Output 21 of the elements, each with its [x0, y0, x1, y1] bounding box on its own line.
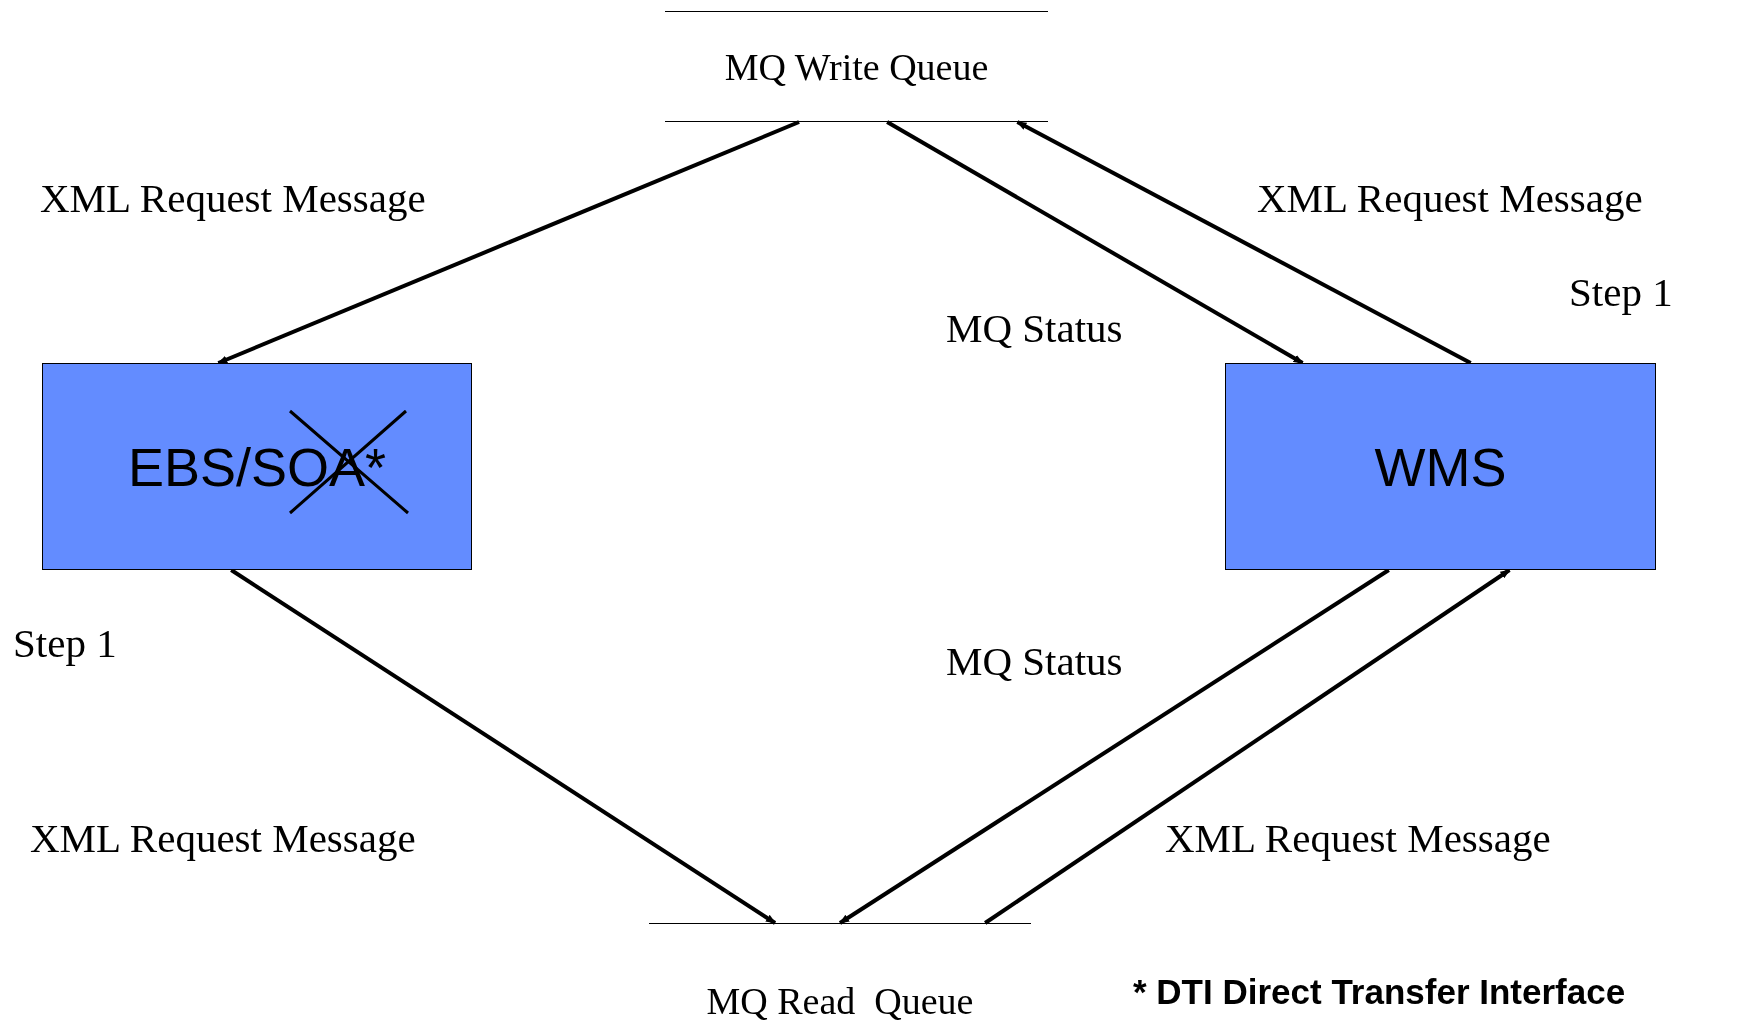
arrow — [886, 120, 1304, 365]
arrow — [838, 568, 1390, 925]
status-label: MQ Status — [946, 308, 1123, 349]
step-label: Step 1 — [1569, 272, 1673, 313]
queue-name: MQ Write Queue — [724, 44, 989, 89]
system-name: WMS — [1374, 435, 1507, 498]
message-label: XML Request Message — [1257, 178, 1643, 219]
arrow — [230, 568, 777, 925]
message-label: XML Request Message — [1165, 818, 1551, 859]
queue-name: MQ Read Queue — [706, 979, 974, 1023]
arrow — [1016, 120, 1472, 365]
arrow — [217, 120, 800, 365]
arrow — [984, 568, 1511, 925]
queue-bar — [665, 11, 1048, 122]
queue-line — [649, 923, 1031, 1023]
footnote: * DTI Direct Transfer Interface — [1133, 974, 1626, 1009]
system-box — [1225, 363, 1656, 570]
step-label: Step 1 — [13, 623, 117, 664]
message-label: XML Request Message — [40, 178, 426, 219]
message-label: XML Request Message — [30, 818, 416, 859]
status-label: MQ Status — [946, 641, 1123, 682]
